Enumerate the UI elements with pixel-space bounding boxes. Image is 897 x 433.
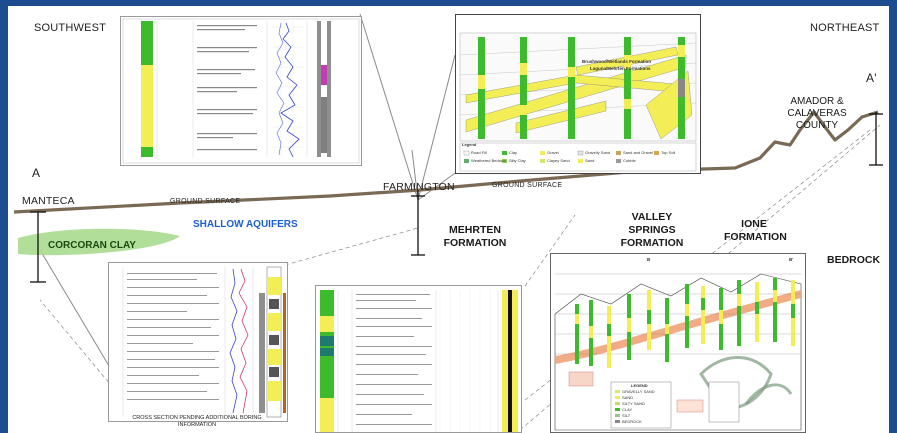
- fence-legend-item: Gravel: [547, 150, 559, 155]
- inset-fence-diagram: Legend Road Fill Weathered Bedrock Clay …: [455, 14, 701, 174]
- ione-formation-label: IONE FORMATION: [724, 218, 787, 243]
- fence-legend-item: Silty Clay: [509, 158, 526, 163]
- fence-legend-item: Top Soil: [661, 150, 676, 155]
- shallow-aquifers-label: SHALLOW AQUIFERS: [193, 219, 298, 230]
- northeast-label: NORTHEAST: [810, 22, 880, 34]
- ground-surface-label: GROUND SURFACE: [170, 198, 241, 205]
- ione-legend-item: SILT: [622, 413, 631, 418]
- fence-legend-item: Clay: [509, 150, 518, 155]
- well-farmington: [411, 190, 425, 256]
- fence-formation-note: Laguna/Mehrten Formations: [590, 66, 651, 71]
- inset-ione-cross-section: B B' LEGEND GRAVELLY SAND SAND SILTY SAN…: [550, 253, 806, 433]
- farmington-label: FARMINGTON: [383, 181, 455, 193]
- corcoran-clay-lens: [18, 228, 180, 256]
- well-amador: [869, 112, 883, 166]
- fence-legend-item: Road Fill: [471, 150, 487, 155]
- fence-legend-item: Clayey Sand: [547, 158, 570, 163]
- valley-springs-formation-label: VALLEY SPRINGS FORMATION: [620, 211, 684, 249]
- inset-boring-log-bottom-left: [108, 262, 288, 422]
- bedrock-label: BEDROCK: [827, 254, 881, 266]
- fence-legend-item: Cobble: [623, 158, 636, 163]
- mehrten-formation-label: MEHRTEN FORMATION: [443, 224, 507, 249]
- section-end-label: A': [866, 71, 877, 85]
- corcoran-clay-label: CORCORAN CLAY: [48, 240, 136, 251]
- southwest-label: SOUTHWEST: [34, 22, 107, 34]
- ione-legend-item: BEDROCK: [622, 419, 642, 424]
- ground-surface-label: GROUND SURFACE: [492, 182, 563, 189]
- inset-boring-log-top: [120, 16, 362, 166]
- pending-boring-caption: CROSS SECTION PENDING ADDITIONAL BORING …: [132, 415, 262, 428]
- manteca-label: MANTECA: [22, 195, 75, 207]
- well-manteca: [30, 211, 46, 283]
- ione-legend-item: GRAVELLY SAND: [622, 389, 655, 394]
- fence-legend-title: Legend: [462, 142, 477, 147]
- ground-surface-line: [13, 110, 879, 214]
- fence-legend-item: Weathered Bedrock: [471, 158, 507, 163]
- fence-legend-item: Gravelly Sand: [585, 150, 611, 155]
- ione-legend-item: SILTY SAND: [622, 401, 645, 406]
- amador-calaveras-label: AMADOR & CALAVERAS COUNTY: [787, 96, 847, 131]
- inset-boring-log-bottom-center: [315, 285, 522, 433]
- ione-legend-title: LEGEND: [631, 383, 648, 388]
- fence-formation-note: Brushwood/Wetlands Formation: [582, 59, 652, 64]
- ione-section-end-label: B': [789, 257, 794, 262]
- ione-section-start-label: B: [647, 257, 651, 262]
- ione-legend-item: SAND: [622, 395, 634, 400]
- fence-legend-item: Sand: [585, 158, 595, 163]
- section-start-label: A: [32, 166, 41, 180]
- ione-legend-item: CLAY: [622, 407, 633, 412]
- fence-legend-item: Sand and Gravel: [623, 150, 654, 155]
